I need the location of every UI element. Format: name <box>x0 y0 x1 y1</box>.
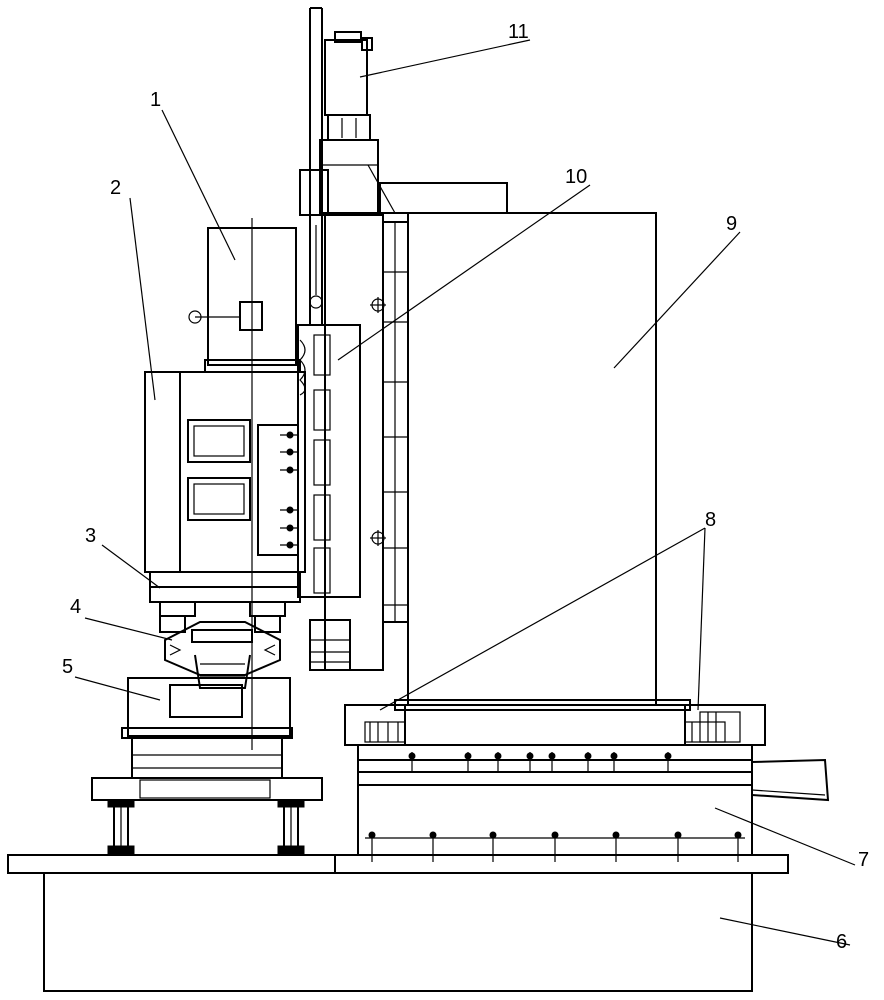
label-1: 1 <box>150 89 161 111</box>
spindle-flange <box>149 586 301 633</box>
label-8: 8 <box>705 509 716 531</box>
headstock <box>144 371 306 588</box>
guide-rail <box>370 221 409 623</box>
label-4: 4 <box>70 596 81 618</box>
table-bolts <box>408 752 672 772</box>
column <box>379 182 657 706</box>
vertical-slide <box>297 7 384 671</box>
base-bed <box>7 854 789 992</box>
headstock-bolts <box>280 431 298 549</box>
base-bolts <box>368 831 742 862</box>
leader-lines <box>74 39 856 946</box>
chuck <box>91 677 323 801</box>
label-9: 9 <box>726 213 737 235</box>
label-6: 6 <box>836 931 847 953</box>
servo-motor <box>319 31 396 214</box>
clamp-table <box>344 699 766 772</box>
callout-labels: 1 2 3 4 5 6 7 8 9 10 11 <box>62 21 869 953</box>
label-3: 3 <box>85 525 96 547</box>
worktable-base <box>357 744 830 862</box>
label-11: 11 <box>508 21 529 43</box>
label-7: 7 <box>858 849 869 871</box>
leveling-feet <box>107 799 305 856</box>
label-2: 2 <box>110 177 121 199</box>
spindle-motor <box>188 227 301 373</box>
label-10: 10 <box>565 166 587 188</box>
tool-head <box>164 621 281 689</box>
label-5: 5 <box>62 656 73 678</box>
